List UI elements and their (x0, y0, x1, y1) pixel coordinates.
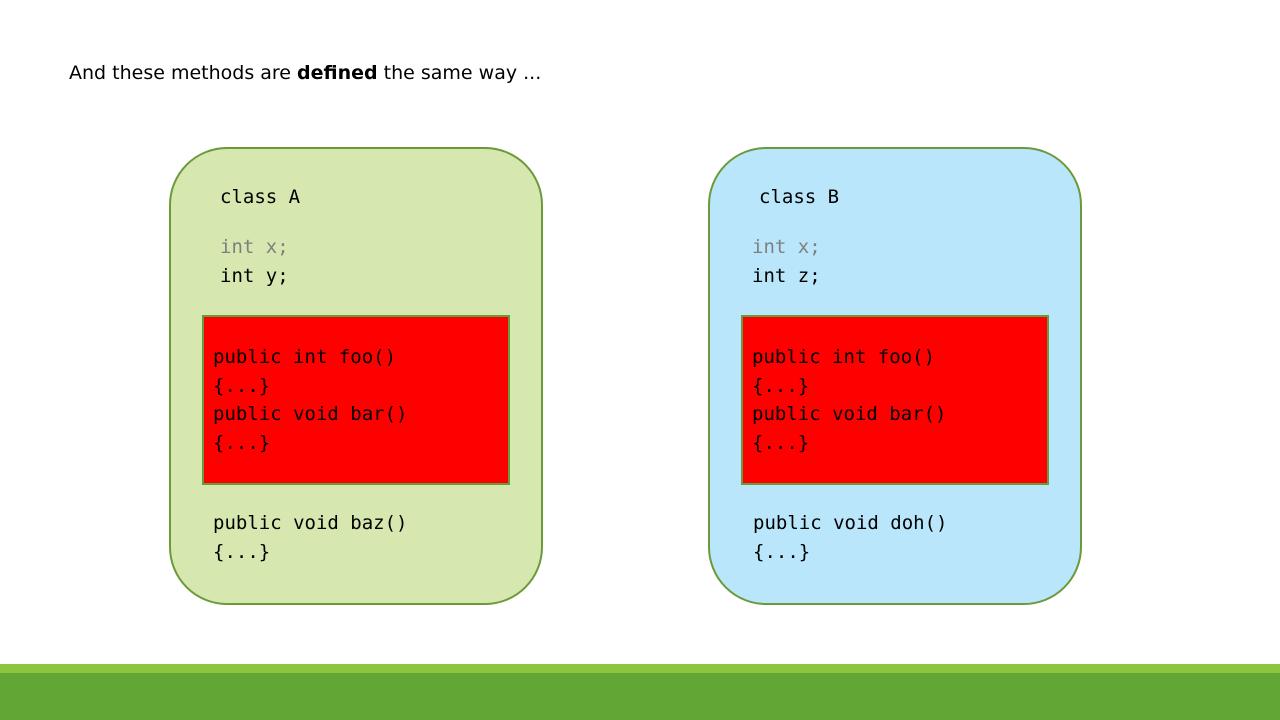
class-a-shared-methods: public int foo() {...} public void bar() {.… (213, 343, 407, 457)
class-b-fields: int x; int z; (752, 233, 821, 290)
class-a-field-2: int y; (220, 264, 289, 287)
title-text-before: And these methods are (69, 62, 298, 84)
class-a-bar-signature: public void bar() (213, 403, 408, 425)
class-a-fields: int x; int y; (220, 233, 289, 290)
class-b-shared-methods: public int foo() {...} public void bar() {.… (752, 343, 946, 457)
footer-bar (0, 673, 1280, 720)
slide-title: And these methods are defined the same w… (69, 62, 541, 84)
class-b-doh-signature: public void doh() (753, 512, 948, 534)
class-b-foo-signature: public int foo() (752, 346, 936, 368)
class-a-foo-signature: public int foo() (213, 346, 397, 368)
title-text-bold: defined (297, 62, 378, 84)
class-a-name: class A (220, 186, 301, 208)
class-a-shared-methods-box (202, 315, 510, 485)
class-b-unique-method: public void doh() {...} (753, 509, 947, 566)
class-b-field-1: int x; (752, 236, 821, 258)
class-b-foo-body: {...} (752, 374, 810, 397)
class-b-bar-body: {...} (752, 431, 810, 454)
class-a-foo-body: {...} (213, 374, 271, 397)
class-b-shared-methods-box (741, 315, 1049, 485)
class-a-baz-body: {...} (213, 540, 271, 563)
title-text-after: the same way ... (377, 62, 542, 84)
class-a-baz-signature: public void baz() (213, 512, 408, 534)
class-a-unique-method: public void baz() {...} (213, 509, 407, 566)
class-a-bar-body: {...} (213, 431, 271, 454)
class-b-bar-signature: public void bar() (752, 403, 947, 425)
class-b-field-2: int z; (752, 264, 821, 287)
class-b-name: class B (759, 186, 840, 208)
class-b-doh-body: {...} (753, 540, 811, 563)
footer-accent-bar (0, 664, 1280, 673)
class-a-field-1: int x; (220, 236, 289, 258)
